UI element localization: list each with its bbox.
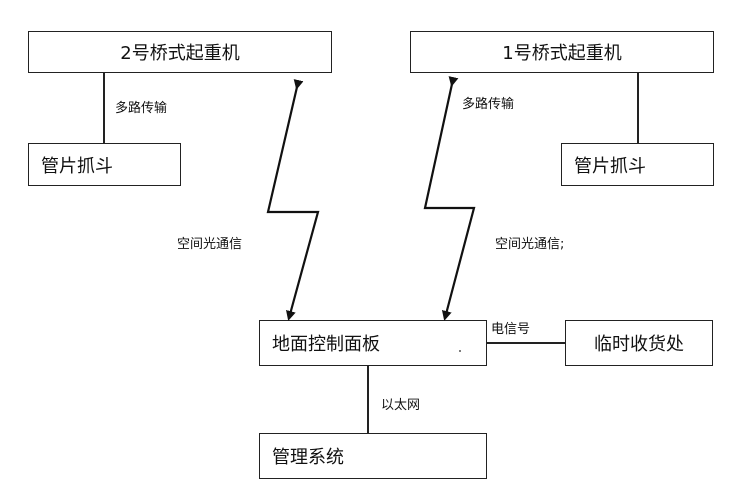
connector-panel-receiving xyxy=(487,342,565,344)
label-multipath-left: 多路传输 xyxy=(115,101,168,116)
node-crane-2-label: 2号桥式起重机 xyxy=(120,43,240,64)
label-multipath-right: 多路传输 xyxy=(462,97,515,112)
node-crane-1: 1号桥式起重机 xyxy=(410,31,714,73)
node-ground-panel-label: 地面控制面板 xyxy=(272,334,380,355)
node-crane-1-label: 1号桥式起重机 xyxy=(502,43,622,64)
optical-link-left-arrow xyxy=(266,79,320,321)
node-receiving-label: 临时收货处 xyxy=(594,334,684,355)
connector-crane2-grab xyxy=(103,73,105,143)
node-grab-right: 管片抓斗 xyxy=(561,143,714,186)
optical-link-right-arrow xyxy=(423,76,476,321)
node-crane-2: 2号桥式起重机 xyxy=(28,31,332,73)
node-receiving: 临时收货处 xyxy=(565,320,713,366)
node-grab-right-label: 管片抓斗 xyxy=(574,155,646,177)
label-ethernet: 以太网 xyxy=(381,398,421,413)
node-ground-panel: 地面控制面板 xyxy=(259,320,487,366)
connector-panel-mgmt xyxy=(367,366,369,433)
node-mgmt-label: 管理系统 xyxy=(272,447,344,468)
node-mgmt: 管理系统 xyxy=(259,433,487,479)
node-grab-left-label: 管片抓斗 xyxy=(41,155,113,177)
stray-dot xyxy=(459,350,461,352)
label-telecom: 电信号 xyxy=(491,322,531,337)
label-optical-left: 空间光通信 xyxy=(177,237,243,252)
connector-crane1-grab xyxy=(637,73,639,143)
label-optical-right: 空间光通信; xyxy=(495,237,565,252)
node-grab-left: 管片抓斗 xyxy=(28,143,181,186)
